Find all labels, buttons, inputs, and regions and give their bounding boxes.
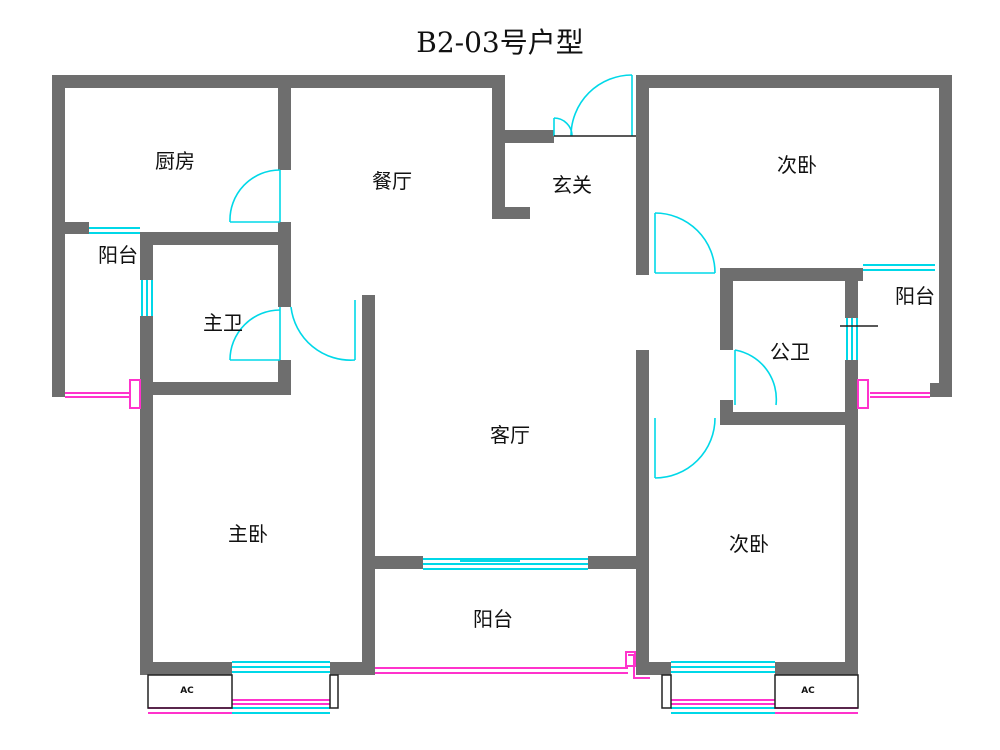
label-master-bath: 主卫 [203, 311, 243, 335]
wall-living-left [362, 295, 375, 675]
door-entry [553, 74, 636, 137]
ac-box-right-edge [661, 674, 672, 709]
label-balcony-bottom: 阳台 [473, 607, 513, 631]
wall-bath-top [720, 268, 863, 281]
wall-pbath-right-b [845, 360, 858, 675]
wall-bedroom2-left [636, 415, 649, 675]
wall-pbath-left-a [720, 268, 733, 350]
label-balcony-right: 阳台 [895, 284, 935, 308]
ac-box-right [774, 674, 859, 709]
door-master-bedroom [290, 300, 356, 361]
railing-master-bed [148, 699, 330, 714]
door-master-bath [229, 307, 281, 361]
railing-bottom-balcony [375, 651, 650, 679]
wall-foyer-step [492, 130, 554, 143]
window-right-balcony-top [863, 264, 935, 271]
label-dining: 餐厅 [372, 169, 412, 193]
label-kitchen: 厨房 [155, 149, 195, 173]
railing-left-balcony [65, 379, 141, 409]
wall-living-bottom-a [375, 556, 423, 569]
door-public-bath [734, 349, 778, 406]
railings [65, 379, 930, 714]
wall-master-bed-left [140, 395, 153, 675]
door-bedroom-bottom-right [654, 417, 716, 479]
wall-bath-right-a [278, 245, 291, 307]
window-public-bath [846, 318, 858, 360]
wall-foyer-top [492, 75, 505, 130]
window-living-sliding [423, 558, 588, 570]
wall-kitchen-bottom-a [65, 222, 89, 234]
wall-living-right-b [636, 350, 649, 415]
room-labels: 厨房 餐厅 玄关 次卧 阳台 主卫 阳台 公卫 客厅 主卧 次卧 阳台 [98, 149, 935, 631]
wall-bath-left-a [140, 232, 153, 280]
ac-box-left [147, 674, 233, 709]
wall-bath-bottom [140, 382, 291, 395]
window-master-bedroom [232, 661, 330, 714]
wall-bedroom-left-a [636, 75, 649, 275]
wall-master-bed-bottom-a [140, 662, 232, 675]
doors [229, 74, 778, 479]
label-living: 客厅 [490, 423, 530, 447]
window-bedroom-bottom-right [671, 661, 775, 714]
ac-box-left-edge [329, 674, 339, 709]
ac-boxes: AC AC [147, 674, 859, 709]
label-foyer: 玄关 [552, 173, 592, 197]
wall-master-bath-top [140, 232, 291, 245]
wall-foyer-left [492, 143, 505, 218]
wall-right-balcony-bottom [930, 383, 952, 397]
plan-title: B2-03号户型 [416, 26, 583, 59]
walls [52, 75, 952, 675]
label-balcony-left: 阳台 [98, 243, 138, 267]
wall-left-outer [52, 75, 65, 397]
wall-pbath-right-a [845, 268, 858, 318]
wall-kitchen-dining [278, 88, 291, 170]
window-kitchen [89, 227, 140, 234]
ac-label-right: AC [801, 686, 815, 696]
railing-right-balcony [857, 379, 930, 409]
wall-living-bottom-b [588, 556, 638, 569]
wall-kitchen-bottom-b [278, 222, 291, 245]
window-master-bath [141, 280, 153, 316]
wall-top-right [636, 75, 952, 88]
ac-label-left: AC [180, 686, 194, 696]
label-bedroom-bottom-right: 次卧 [729, 532, 769, 556]
door-bedroom-top-right [654, 212, 716, 274]
wall-bed2-bottom-b [775, 662, 858, 675]
railing-bedroom-bottom-right [671, 699, 858, 714]
windows [89, 227, 935, 714]
wall-right-outer [939, 75, 952, 397]
door-kitchen [229, 169, 281, 223]
wall-foyer-bottom [492, 207, 530, 219]
wall-bed2-bottom-a [636, 662, 671, 675]
label-master-bedroom: 主卧 [228, 522, 268, 546]
wall-top-left [52, 75, 504, 88]
wall-bath-left-b [140, 316, 153, 388]
label-public-bath: 公卫 [770, 340, 810, 364]
wall-pbath-bottom [720, 412, 858, 425]
label-bedroom-top-right: 次卧 [777, 153, 817, 177]
